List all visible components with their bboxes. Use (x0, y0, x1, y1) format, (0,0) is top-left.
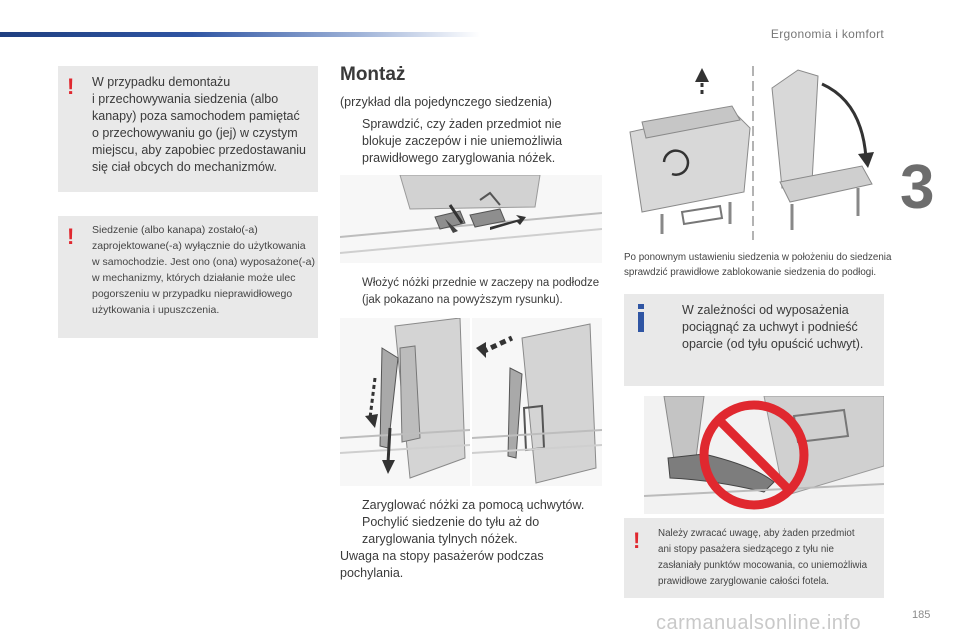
warning-box-anchors: ! Należy zwracać uwagę, aby żaden przedm… (624, 518, 884, 598)
exclamation-icon: ! (67, 74, 75, 99)
illustration-prohibited-feet (644, 396, 884, 514)
page-number: 185 (912, 609, 931, 621)
exclamation-icon: ! (633, 528, 641, 553)
section-heading: Montaż (340, 64, 406, 85)
illustration-floor-anchors (340, 175, 602, 263)
warning-text: Siedzenie (albo kanapa) zostało(-a) zapr… (92, 224, 315, 316)
warning-text: W przypadku demontażu i przechowywania s… (92, 75, 307, 174)
step-3-4-note: Zaryglować nóżki za pomocą uchwytów. Poc… (340, 498, 585, 580)
warning-text: Należy zwracać uwagę, aby żaden przedmio… (658, 528, 868, 587)
watermark: carmanualsonline.info (656, 612, 862, 634)
illustration-seat-lock (622, 62, 884, 244)
section-title: Ergonomia i komfort (770, 27, 884, 41)
warning-box-usage: ! Siedzenie (albo kanapa) zostało(-a) za… (58, 216, 318, 338)
warning-box-storage: ! W przypadku demontażu i przechowywania… (58, 66, 318, 192)
header-bar (0, 32, 480, 37)
illustration-tilt-back (472, 318, 602, 486)
info-icon (638, 304, 644, 332)
chapter-number: 3 (900, 153, 935, 222)
right-caption: Po ponownym ustawieniu siedzenia w położ… (624, 252, 892, 278)
step-2: Włożyć nóżki przednie w zaczepy na podło… (362, 277, 600, 306)
subtitle: (przykład dla pojedynczego siedzenia) (340, 95, 552, 109)
exclamation-icon: ! (67, 224, 75, 249)
illustration-front-legs (340, 318, 470, 486)
